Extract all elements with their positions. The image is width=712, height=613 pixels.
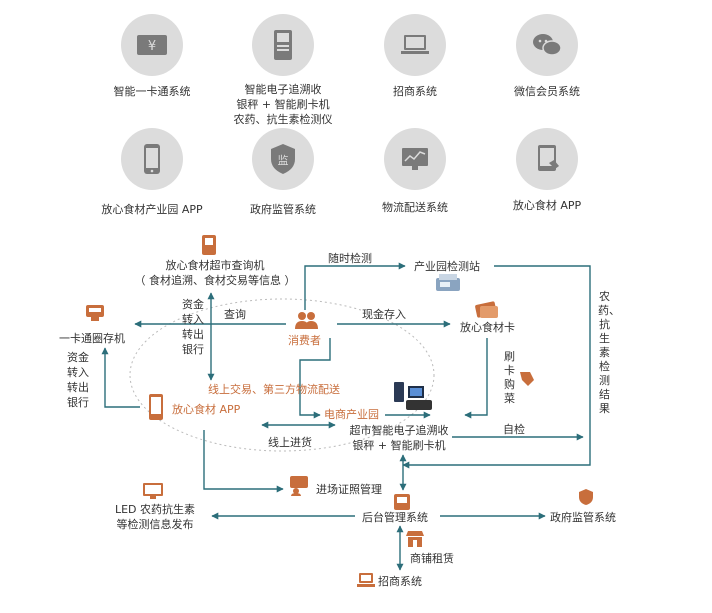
shop-lease-label: 商铺租赁 bbox=[410, 552, 454, 565]
hand-card-icon bbox=[520, 372, 534, 386]
gov-shield-small-icon bbox=[579, 489, 593, 505]
led-monitor-icon bbox=[143, 483, 163, 499]
license-chat-icon bbox=[290, 476, 308, 496]
top-label-6: 政府监管系统 bbox=[250, 203, 316, 216]
safe-food-card-label: 放心食材卡 bbox=[460, 321, 515, 334]
query-label: 查询 bbox=[224, 308, 246, 321]
consumer-label: 消费者 bbox=[288, 334, 321, 347]
test-result-label: 农药、抗生素检测结果 bbox=[598, 290, 620, 415]
mobile-app-icon bbox=[121, 128, 183, 190]
top-label-5: 放心食材产业园 APP bbox=[101, 203, 203, 216]
pos-machine-icon bbox=[394, 382, 432, 410]
fund-transfer-lower: 资金转入转出银行 bbox=[67, 351, 89, 409]
self-check-label: 自检 bbox=[503, 423, 525, 436]
card-icon bbox=[475, 301, 498, 318]
investment-laptop-icon bbox=[357, 573, 375, 587]
backend-label: 后台管理系统 bbox=[362, 511, 428, 524]
top-label-1: 智能一卡通系统 bbox=[113, 85, 191, 98]
kiosk-terminal-icon bbox=[252, 14, 314, 76]
top-label-4: 微信会员系统 bbox=[514, 85, 580, 98]
logistics-screen-icon bbox=[384, 128, 446, 190]
svg-text:监: 监 bbox=[278, 154, 289, 167]
query-machine-label: 放心食材超市查询机（ 食材追溯、食材交易等信息 ） bbox=[134, 259, 296, 287]
random-check-label: 随时检测 bbox=[328, 252, 372, 265]
top-label-3: 招商系统 bbox=[393, 85, 437, 98]
svg-text:¥: ¥ bbox=[148, 39, 156, 54]
government-shield-icon: 监 bbox=[252, 128, 314, 190]
ecard-terminal-icon bbox=[86, 305, 104, 321]
shop-awning-icon bbox=[406, 531, 424, 547]
investment-system-label: 招商系统 bbox=[378, 575, 422, 588]
top-label-8: 放心食材 APP bbox=[512, 199, 582, 212]
supermarket-scale-label: 超市智能电子追溯收银秤 + 智能刷卡机 bbox=[349, 424, 449, 452]
ecommerce-park-label: 电商产业园 bbox=[324, 408, 379, 421]
app-phone-icon bbox=[149, 394, 163, 420]
test-station-label: 产业园检测站 bbox=[414, 260, 480, 273]
wechat-icon bbox=[516, 14, 578, 76]
laptop-icon bbox=[384, 14, 446, 76]
top-label-7: 物流配送系统 bbox=[382, 201, 448, 214]
consumer-icon bbox=[295, 312, 318, 329]
test-station-device-icon bbox=[436, 274, 460, 291]
backend-management-icon bbox=[394, 494, 410, 510]
tablet-hand-icon bbox=[516, 128, 578, 190]
online-purchase-label: 线上进货 bbox=[268, 436, 312, 449]
license-mgmt-label: 进场证照管理 bbox=[316, 483, 382, 496]
ecard-machine-label: 一卡通圈存机 bbox=[59, 332, 125, 345]
swipe-buy-label: 刷卡购菜 bbox=[504, 350, 515, 405]
query-kiosk-icon bbox=[202, 235, 216, 255]
gov-supervision-label: 政府监管系统 bbox=[550, 511, 616, 524]
safe-food-app-label: 放心食材 APP bbox=[172, 403, 241, 416]
online-trade-label: 线上交易、第三方物流配送 bbox=[208, 383, 340, 396]
fund-transfer-upper: 资金转入转出银行 bbox=[182, 298, 204, 356]
top-label-2: 智能电子追溯收银秤 + 智能刷卡机农药、抗生素检测仪 bbox=[233, 83, 333, 126]
money-card-icon: ¥ bbox=[121, 14, 183, 76]
cash-deposit-label: 现金存入 bbox=[362, 308, 406, 321]
led-release-label: LED 农药抗生素等检测信息发布 bbox=[114, 503, 196, 531]
